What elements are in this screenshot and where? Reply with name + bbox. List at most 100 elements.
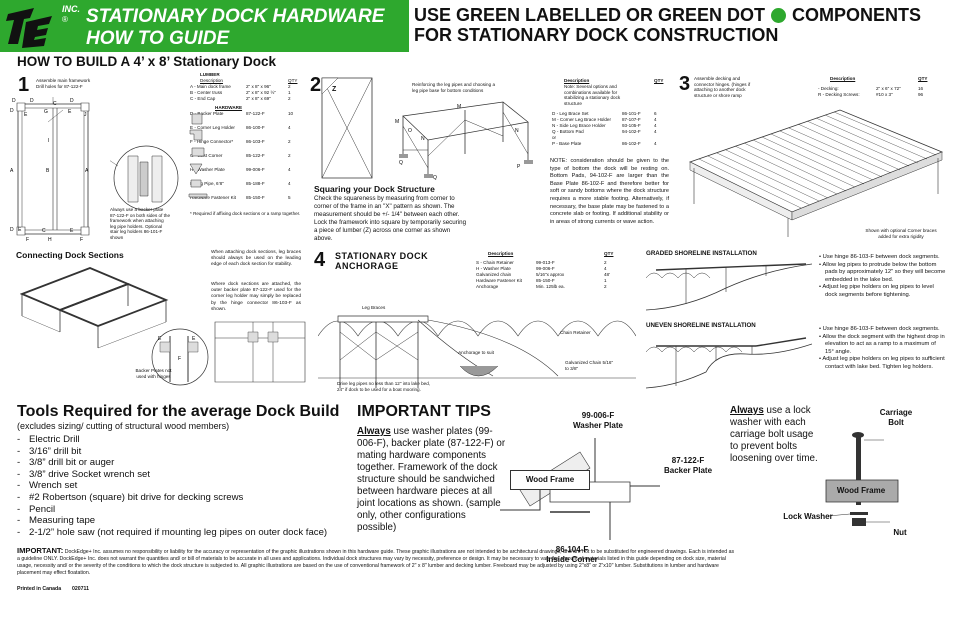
- hardware-cell: 86-103-F: [246, 139, 265, 145]
- svg-text:E: E: [18, 227, 22, 233]
- svg-text:E: E: [192, 336, 196, 342]
- tip2-text: use a lock washer with each carriage bol…: [730, 405, 818, 464]
- hardware-cell: 5: [288, 195, 291, 201]
- hardware-cell: F - Hinge Connector*: [190, 139, 234, 145]
- svg-text:M: M: [457, 104, 461, 110]
- step4-cell: Anchorage: [476, 284, 499, 289]
- connecting-callout: Backer Plates not used with hinges: [135, 368, 172, 379]
- step3-header-row: Description QTY: [818, 76, 938, 82]
- lumber-cell: 2" x 8" x 69": [246, 95, 271, 101]
- lumber-header-row: Description QTY: [190, 78, 300, 84]
- tool-item: -Wrench set: [17, 480, 327, 492]
- anchorage-label: Anchorage to suit: [458, 350, 494, 355]
- squaring-body: Check the squareness by measuring from c…: [314, 195, 467, 242]
- tool-label: Measuring tape: [29, 515, 96, 527]
- step2-row: or: [552, 135, 666, 141]
- tool-item: -3/8” drive Socket wrench set: [17, 469, 327, 481]
- step2-note-body: NOTE: consideration should be given to t…: [550, 158, 669, 225]
- printed-in: Printed in Canada: [17, 586, 62, 592]
- tool-item: -Pencil: [17, 504, 327, 516]
- tool-item: -3/8” drill bit or auger: [17, 457, 327, 469]
- nut-callout: Nut: [893, 528, 907, 537]
- svg-text:O: O: [408, 128, 412, 134]
- hardware-cell: 99-006-F: [246, 167, 265, 173]
- hardware-cell: 2: [288, 153, 291, 159]
- graded-shoreline-diagram: [646, 258, 812, 314]
- step3-cell: #10 x 3": [876, 92, 893, 97]
- svg-text:E: E: [70, 228, 74, 234]
- green-components-heading-line2: FOR STATIONARY DOCK CONSTRUCTION: [414, 25, 779, 45]
- hardware-cell: 85-122-F: [246, 153, 265, 159]
- green-heading-part2: COMPONENTS: [792, 5, 922, 25]
- connecting-diagram: E E F: [20, 262, 210, 387]
- step2-cell: 86-102-F: [622, 141, 641, 147]
- svg-text:A: A: [10, 168, 14, 174]
- tool-label: 3/8” drill bit or auger: [29, 457, 115, 469]
- hardware-icons-column: [184, 112, 224, 207]
- svg-text:N: N: [421, 136, 425, 142]
- step1-bom: LUMBER Description QTY A - Main dock fra…: [190, 72, 300, 217]
- z-label: Z: [332, 86, 337, 93]
- step1-number: 1: [18, 74, 30, 96]
- step3-caption: Shown with optional Corner braces added …: [865, 228, 937, 239]
- lumber-cell: 2" x 8" x 96": [246, 83, 271, 89]
- step1-frame-diagram: D D C D D E G E J I A B A D E C H E F F: [10, 92, 120, 243]
- connecting-title: Connecting Dock Sections: [16, 250, 124, 260]
- step2-cell: 4: [654, 117, 657, 123]
- anchorage-caption: Drive leg pipes no less than 12" into la…: [337, 381, 431, 392]
- green-heading-part1: USE GREEN LABELLED OR GREEN DOT: [414, 5, 766, 25]
- tools-subtitle: (excludes sizing/ cutting of structural …: [17, 421, 230, 431]
- tool-bullet: -: [17, 457, 21, 469]
- tip1-text: use washer plates (99-006-F), backer pla…: [357, 426, 506, 533]
- svg-text:M: M: [395, 119, 399, 125]
- anchorage-title-line2: ANCHORAGE: [335, 261, 399, 271]
- svg-text:I: I: [48, 138, 49, 144]
- step2-cell: 4: [654, 141, 657, 147]
- svg-text:D: D: [70, 98, 74, 104]
- svg-text:F: F: [80, 237, 83, 243]
- svg-text:N: N: [515, 128, 519, 134]
- tips-title: IMPORTANT TIPS: [357, 403, 491, 420]
- hardware-cell: 85-150-F: [246, 195, 265, 201]
- step3-bom: Description QTY - Decking:2" x 6" x 72"1…: [818, 76, 938, 98]
- step4-cell: 99-013-F: [536, 260, 555, 265]
- step2-cell: 86-101-F: [622, 111, 641, 117]
- anchorage-title-line1: STATIONARY DOCK: [335, 251, 429, 261]
- leg-brace-diagram: M O N M N Q Q P: [395, 96, 533, 181]
- hardware-cell: 85-188-F: [246, 181, 265, 187]
- leg-braces-label: Leg Braces: [362, 305, 386, 310]
- carriage-bolt-callout: Carriage Bolt: [879, 408, 913, 427]
- connecting-para2: Where dock sections are attached, the ou…: [211, 282, 301, 312]
- step4-desc-header: Description: [488, 251, 514, 256]
- step2-cell: Q - Bottom Pad: [552, 129, 584, 135]
- header-banner: [0, 0, 409, 52]
- lock-washer-callout: Lock Washer: [783, 512, 833, 521]
- tools-title: Tools Required for the average Dock Buil…: [17, 403, 340, 420]
- lumber-cell: A - Main dock frame: [190, 83, 231, 89]
- svg-text:C: C: [42, 228, 46, 234]
- tool-label: 3/16” drill bit: [29, 445, 82, 457]
- graded-bullet-1: Use hinge 86-103-F between dock segments…: [823, 254, 946, 262]
- hardware-cell: 4: [288, 181, 291, 187]
- step3-number: 3: [679, 73, 691, 95]
- step2-desc-sub: Note: Several options and combinations a…: [564, 84, 621, 106]
- lumber-cell: 2: [288, 83, 291, 89]
- tool-item: -2-1/2” hole saw (not required if mounti…: [17, 527, 327, 539]
- carriage-bolt-diagram: [820, 432, 930, 526]
- step4-cell: Min. 125lb ea.: [536, 284, 565, 289]
- tip1-body: Always use washer plates (99-006-F), bac…: [357, 426, 507, 534]
- lumber-cell: C - End Cap: [190, 95, 216, 101]
- hardware-cell: D - Backer Plate: [190, 111, 224, 117]
- step4-header-row: Description QTY: [476, 251, 618, 257]
